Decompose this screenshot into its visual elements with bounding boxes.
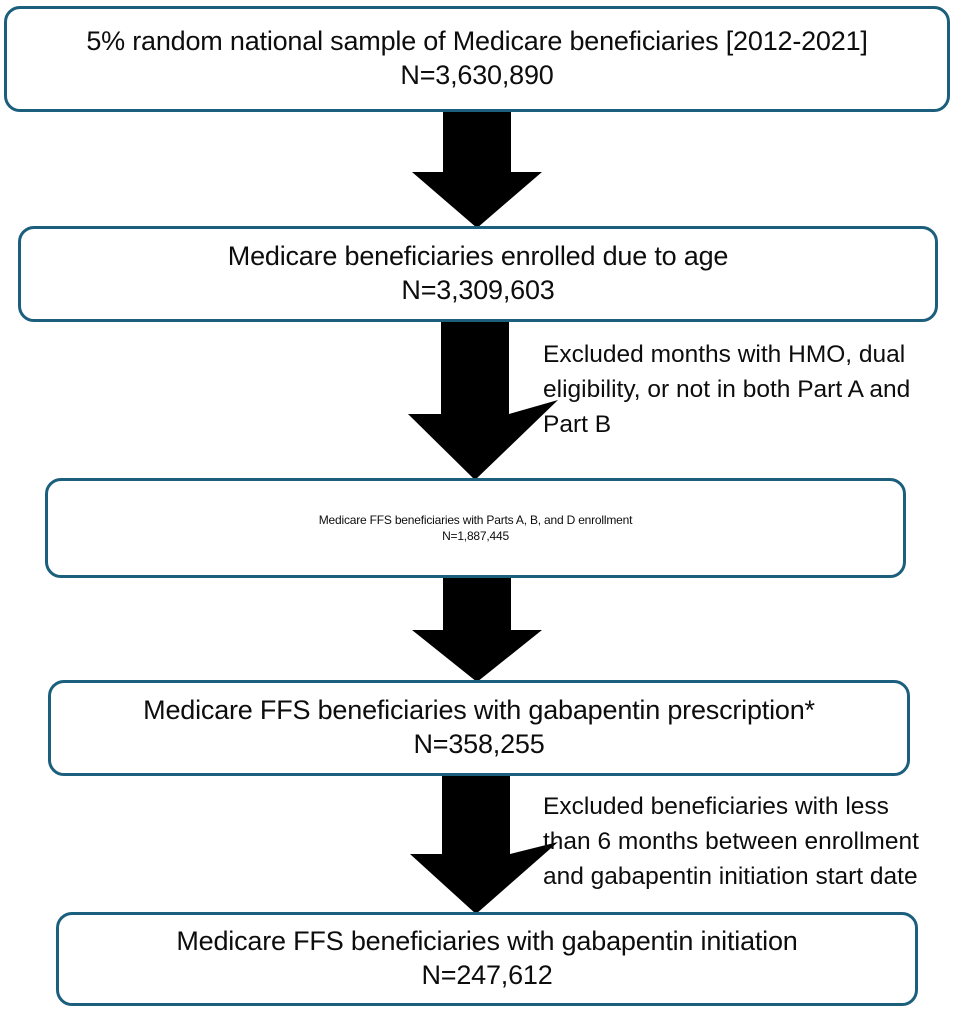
gabapentin-initiation-box-count: N=247,612 xyxy=(421,960,553,990)
sample-box: 5% random national sample of Medicare be… xyxy=(4,6,950,112)
gabapentin-prescription-box: Medicare FFS beneficiaries with gabapent… xyxy=(48,680,910,776)
arrow-sample-to-age xyxy=(412,112,542,228)
arrow-prescription-to-initiation xyxy=(410,776,558,914)
gabapentin-prescription-box-count: N=358,255 xyxy=(413,729,545,759)
exclusion-note-hmo-dual: Excluded months with HMO, dual eligibili… xyxy=(543,338,963,442)
parts-abd-box: Medicare FFS beneficiaries with Parts A,… xyxy=(45,478,906,578)
gabapentin-initiation-box-label: Medicare FFS beneficiaries with gabapent… xyxy=(176,926,798,957)
age-enrolled-box: Medicare beneficiaries enrolled due to a… xyxy=(18,226,938,322)
gabapentin-initiation-box: Medicare FFS beneficiaries with gabapent… xyxy=(56,912,918,1006)
parts-abd-box-count: N=1,887,445 xyxy=(442,529,509,543)
arrow-parts-to-prescription xyxy=(412,578,542,682)
parts-abd-box-label: Medicare FFS beneficiaries with Parts A,… xyxy=(318,512,633,527)
exclusion-note-six-months-line-3: and gabapentin initiation start date xyxy=(543,862,918,890)
sample-box-label: 5% random national sample of Medicare be… xyxy=(86,26,868,57)
age-enrolled-box-count: N=3,309,603 xyxy=(401,275,555,305)
exclusion-note-six-months-line-2: than 6 months between enrollment xyxy=(543,827,919,855)
age-enrolled-box-label: Medicare beneficiaries enrolled due to a… xyxy=(227,241,729,272)
sample-box-count: N=3,630,890 xyxy=(400,60,554,90)
exclusion-note-hmo-dual-line-2: eligibility, or not in both Part A and xyxy=(543,375,911,403)
exclusion-note-hmo-dual-line-1: Excluded months with HMO, dual xyxy=(543,341,906,368)
arrow-age-to-parts xyxy=(408,322,558,480)
exclusion-note-hmo-dual-line-3: Part B xyxy=(543,410,612,438)
gabapentin-prescription-box-label: Medicare FFS beneficiaries with gabapent… xyxy=(143,695,815,726)
exclusion-note-six-months: Excluded beneficiaries with less than 6 … xyxy=(543,790,968,894)
exclusion-note-six-months-line-1: Excluded beneficiaries with less xyxy=(543,793,889,820)
